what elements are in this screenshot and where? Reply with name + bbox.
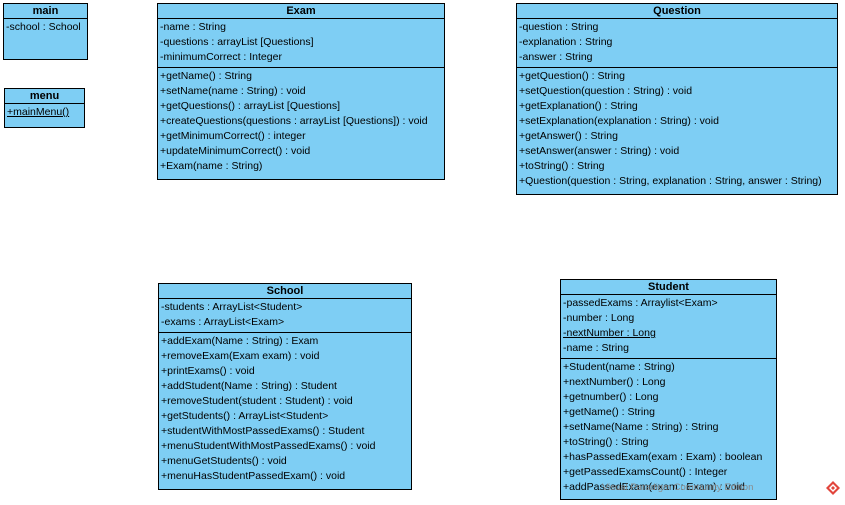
watermark-text: Visual Paradigm Community Edition xyxy=(602,482,754,493)
class-school[interactable]: School -students : ArrayList<Student> -e… xyxy=(158,283,412,490)
attributes-section: -students : ArrayList<Student> -exams : … xyxy=(159,299,411,332)
operation: +menuHasStudentPassedExam() : void xyxy=(161,470,346,482)
attribute: -number : Long xyxy=(563,312,635,324)
operation: +studentWithMostPassedExams() : Student xyxy=(161,425,365,437)
attribute: -question : String xyxy=(519,21,599,33)
operation: +removeExam(Exam exam) : void xyxy=(161,350,320,362)
operation: +nextNumber() : Long xyxy=(563,376,666,388)
class-name: Exam xyxy=(158,4,444,19)
operation: +mainMenu() xyxy=(7,106,70,118)
operation: +setAnswer(answer : String) : void xyxy=(519,145,680,157)
class-student[interactable]: Student -passedExams : Arraylist<Exam> -… xyxy=(560,279,777,500)
attribute: -students : ArrayList<Student> xyxy=(161,301,303,313)
operation: +menuGetStudents() : void xyxy=(161,455,287,467)
class-main[interactable]: main -school : School xyxy=(3,3,88,60)
operation: +Question(question : String, explanation… xyxy=(519,175,822,187)
attribute: -exams : ArrayList<Exam> xyxy=(161,316,285,328)
class-question[interactable]: Question -question : String -explanation… xyxy=(516,3,838,195)
operation: +getName() : String xyxy=(160,70,252,82)
operation: +menuStudentWithMostPassedExams() : void xyxy=(161,440,376,452)
operation: +Exam(name : String) xyxy=(160,160,263,172)
operation: +setQuestion(question : String) : void xyxy=(519,85,693,97)
operation: +setName(name : String) : void xyxy=(160,85,306,97)
attribute: -name : String xyxy=(563,342,629,354)
operation: +getAnswer() : String xyxy=(519,130,618,142)
visual-paradigm-logo-icon xyxy=(826,481,840,495)
attributes-section: -name : String -questions : arrayList [Q… xyxy=(158,19,444,67)
operation: +removeStudent(student : Student) : void xyxy=(161,395,353,407)
operation: +getName() : String xyxy=(563,406,655,418)
attribute: -name : String xyxy=(160,21,226,33)
attribute: -minimumCorrect : Integer xyxy=(160,51,282,63)
class-name: Student xyxy=(561,280,776,295)
operation: +Student(name : String) xyxy=(563,361,675,373)
operations-section: +getName() : String +setName(name : Stri… xyxy=(158,67,444,176)
attribute: -nextNumber : Long xyxy=(563,327,656,339)
class-name: main xyxy=(4,4,87,19)
operation: +getStudents() : ArrayList<Student> xyxy=(161,410,329,422)
attribute: -passedExams : Arraylist<Exam> xyxy=(563,297,718,309)
operation: +addExam(Name : String) : Exam xyxy=(161,335,319,347)
operation: +addStudent(Name : String) : Student xyxy=(161,380,337,392)
attributes-section: -passedExams : Arraylist<Exam> -number :… xyxy=(561,295,776,358)
operation: +setName(Name : String) : String xyxy=(563,421,719,433)
operation: +getQuestions() : arrayList [Questions] xyxy=(160,100,341,112)
operation: +toString() : String xyxy=(519,160,605,172)
class-name: School xyxy=(159,284,411,299)
operations-section: +mainMenu() xyxy=(5,104,84,122)
operation: +hasPassedExam(exam : Exam) : boolean xyxy=(563,451,763,463)
operation: +getnumber() : Long xyxy=(563,391,659,403)
operations-section: +addExam(Name : String) : Exam +removeEx… xyxy=(159,332,411,486)
class-menu[interactable]: menu +mainMenu() xyxy=(4,88,85,128)
operation: +toString() : String xyxy=(563,436,649,448)
operation: +updateMinimumCorrect() : void xyxy=(160,145,311,157)
operations-section: +getQuestion() : String +setQuestion(que… xyxy=(517,67,837,191)
attribute: -school : School xyxy=(6,21,81,33)
attributes-section: -school : School xyxy=(4,19,87,37)
attribute: -questions : arrayList [Questions] xyxy=(160,36,314,48)
operation: +getExplanation() : String xyxy=(519,100,638,112)
operation: +addPassedExam(exam : Exam) : void xyxy=(563,481,745,493)
attribute: -answer : String xyxy=(519,51,593,63)
class-name: menu xyxy=(5,89,84,104)
operations-section: +Student(name : String) +nextNumber() : … xyxy=(561,358,776,497)
operation: +createQuestions(questions : arrayList [… xyxy=(160,115,428,127)
operation: +getMinimumCorrect() : integer xyxy=(160,130,306,142)
operation: +getPassedExamsCount() : Integer xyxy=(563,466,728,478)
attribute: -explanation : String xyxy=(519,36,613,48)
operation: +printExams() : void xyxy=(161,365,255,377)
operation: +setExplanation(explanation : String) : … xyxy=(519,115,719,127)
class-name: Question xyxy=(517,4,837,19)
attributes-section: -question : String -explanation : String… xyxy=(517,19,837,67)
class-exam[interactable]: Exam -name : String -questions : arrayLi… xyxy=(157,3,445,180)
operation: +getQuestion() : String xyxy=(519,70,625,82)
